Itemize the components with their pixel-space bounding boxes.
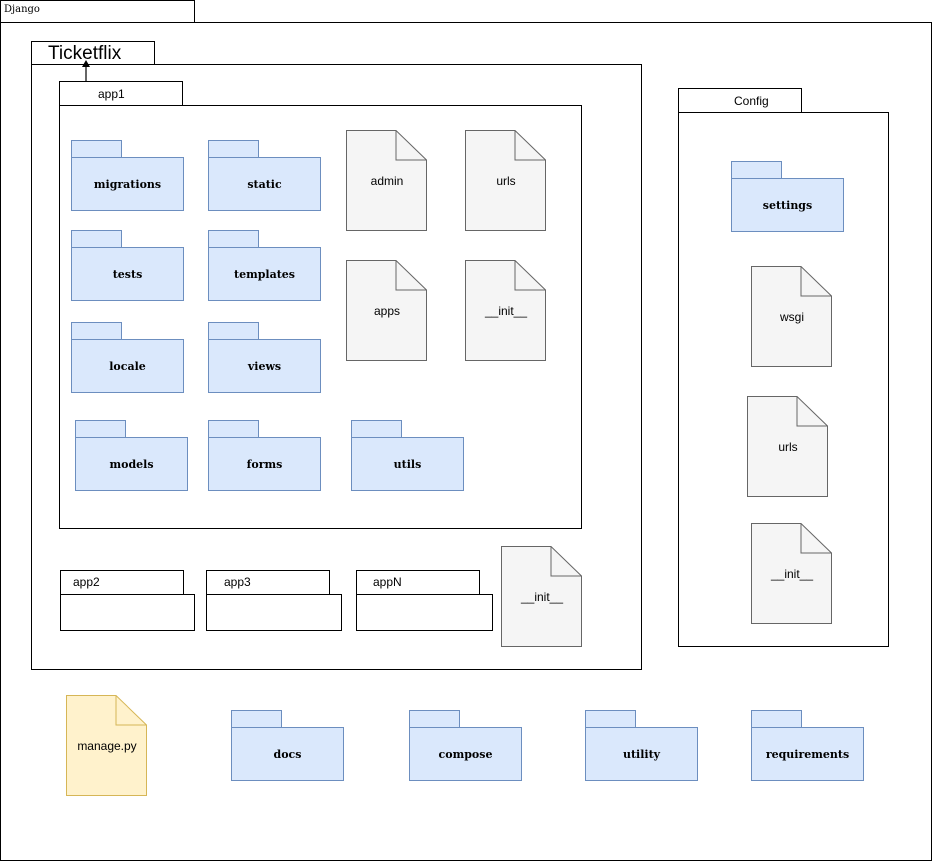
package-label: templates: [208, 247, 321, 301]
app1-tab: app1: [59, 81, 183, 106]
file-icon: [465, 260, 546, 361]
package-tab: [751, 710, 802, 728]
file-icon: [346, 130, 427, 231]
appn-module[interactable]: appN: [356, 570, 493, 631]
package-tab: [71, 140, 122, 158]
file-icon: [747, 396, 828, 497]
package-label: models: [75, 437, 188, 491]
file-label: urls: [778, 440, 798, 454]
file-label: urls: [496, 174, 516, 188]
package-forms[interactable]: forms: [208, 420, 321, 491]
package-models[interactable]: models: [75, 420, 188, 491]
app2-tab: app2: [60, 570, 184, 595]
package-label: docs: [231, 727, 344, 781]
package-requirements[interactable]: requirements: [751, 710, 864, 781]
package-migrations[interactable]: migrations: [71, 140, 184, 211]
package-utility[interactable]: utility: [585, 710, 698, 781]
package-label: utils: [351, 437, 464, 491]
package-settings[interactable]: settings: [731, 161, 844, 232]
file-label: admin: [370, 174, 404, 188]
file-urls[interactable]: urls: [465, 130, 547, 232]
package-tests[interactable]: tests: [71, 230, 184, 301]
config-tab: Config: [678, 88, 802, 113]
package-tab: [208, 230, 259, 248]
package-tab: [409, 710, 460, 728]
package-views[interactable]: views: [208, 322, 321, 393]
file-admin[interactable]: admin: [346, 130, 428, 232]
file-label: apps: [373, 304, 401, 318]
package-label: tests: [71, 247, 184, 301]
app3-label: app3: [224, 575, 251, 589]
config-label: Config: [734, 94, 769, 108]
package-compose[interactable]: compose: [409, 710, 522, 781]
file-wsgi[interactable]: wsgi: [751, 266, 833, 368]
app3-module[interactable]: app3: [206, 570, 342, 631]
package-label: migrations: [71, 157, 184, 211]
file-init-app1[interactable]: __init__: [465, 260, 547, 362]
arrow-up-icon: [82, 60, 90, 81]
package-tab: [231, 710, 282, 728]
package-templates[interactable]: templates: [208, 230, 321, 301]
package-label: requirements: [751, 727, 864, 781]
django-label: Django: [4, 4, 40, 15]
file-icon: [346, 260, 427, 361]
package-utils[interactable]: utils: [351, 420, 464, 491]
package-tab: [351, 420, 402, 438]
package-label: static: [208, 157, 321, 211]
file-icon: [501, 546, 582, 647]
file-label: manage.py: [77, 739, 137, 753]
ticketflix-label: Ticketflix: [48, 43, 122, 64]
file-config-urls[interactable]: urls: [747, 396, 829, 498]
package-tab: [208, 420, 259, 438]
package-tab: [75, 420, 126, 438]
package-tab: [585, 710, 636, 728]
appn-tab: appN: [356, 570, 480, 595]
package-docs[interactable]: docs: [231, 710, 344, 781]
app2-label: app2: [73, 575, 100, 589]
package-label: forms: [208, 437, 321, 491]
app3-body: [206, 594, 342, 631]
package-label: views: [208, 339, 321, 393]
app2-body: [60, 594, 195, 631]
appn-label: appN: [373, 575, 402, 589]
file-label: __init__: [484, 304, 528, 318]
file-manage-py[interactable]: manage.py: [66, 695, 148, 797]
django-tab: Django: [0, 0, 195, 23]
file-icon: [751, 266, 832, 367]
file-config-init[interactable]: __init__: [751, 523, 833, 625]
file-label: __init__: [770, 567, 814, 581]
package-label: utility: [585, 727, 698, 781]
file-label: wsgi: [779, 310, 804, 324]
file-icon: [66, 695, 147, 796]
package-label: compose: [409, 727, 522, 781]
package-label: locale: [71, 339, 184, 393]
app2-module[interactable]: app2: [60, 570, 195, 631]
package-tab: [208, 322, 259, 340]
app3-tab: app3: [206, 570, 330, 595]
package-label: settings: [731, 178, 844, 232]
package-static[interactable]: static: [208, 140, 321, 211]
package-tab: [71, 322, 122, 340]
package-tab: [208, 140, 259, 158]
ticketflix-tab: Ticketflix: [31, 41, 155, 66]
file-init-project[interactable]: __init__: [501, 546, 583, 648]
file-icon: [465, 130, 546, 231]
package-tab: [731, 161, 782, 179]
file-icon: [751, 523, 832, 624]
file-label: __init__: [520, 590, 564, 604]
package-locale[interactable]: locale: [71, 322, 184, 393]
package-tab: [71, 230, 122, 248]
appn-body: [356, 594, 493, 631]
app1-label: app1: [98, 87, 125, 101]
file-apps[interactable]: apps: [346, 260, 428, 362]
